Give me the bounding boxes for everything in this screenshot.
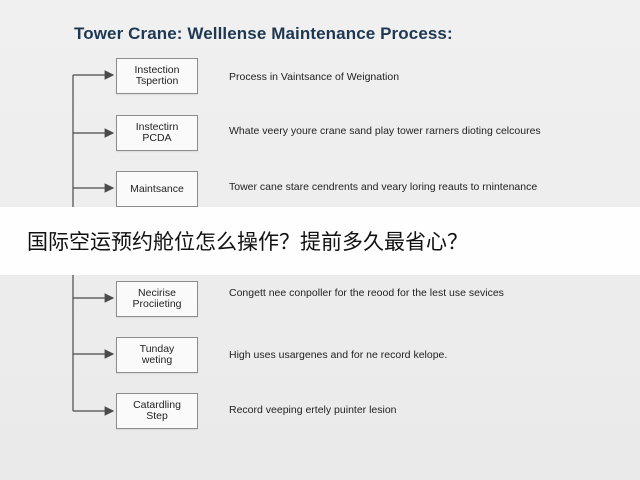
step-box-1: Instection Tspertion — [116, 58, 198, 94]
page-title: Tower Crane: Welllense Maintenance Proce… — [74, 24, 453, 43]
step-box-6: Catardling Step — [116, 393, 198, 429]
step-box-4: Necirise Prociieting — [116, 281, 198, 317]
step-description-5: High uses usargenes and for ne record ke… — [229, 349, 448, 361]
step-description-3: Tower cane stare cendrents and veary lor… — [229, 181, 538, 193]
caption-banner: 国际空运预约舱位怎么操作？提前多久最省心？ — [0, 207, 640, 275]
step-description-6: Record veeping ertely puinter lesion — [229, 404, 397, 416]
step-box-2: Instectirn PCDA — [116, 115, 198, 151]
step-box-3: Maintsance — [116, 171, 198, 207]
caption-text: 国际空运预约舱位怎么操作？提前多久最省心？ — [27, 230, 468, 254]
step-box-5: Tunday weting — [116, 337, 198, 373]
step-description-2: Whate veery youre crane sand play tower … — [229, 125, 541, 137]
step-description-4: Congett nee conpoller for the reood for … — [229, 287, 504, 299]
step-description-1: Process in Vaintsance of Weignation — [229, 71, 400, 83]
